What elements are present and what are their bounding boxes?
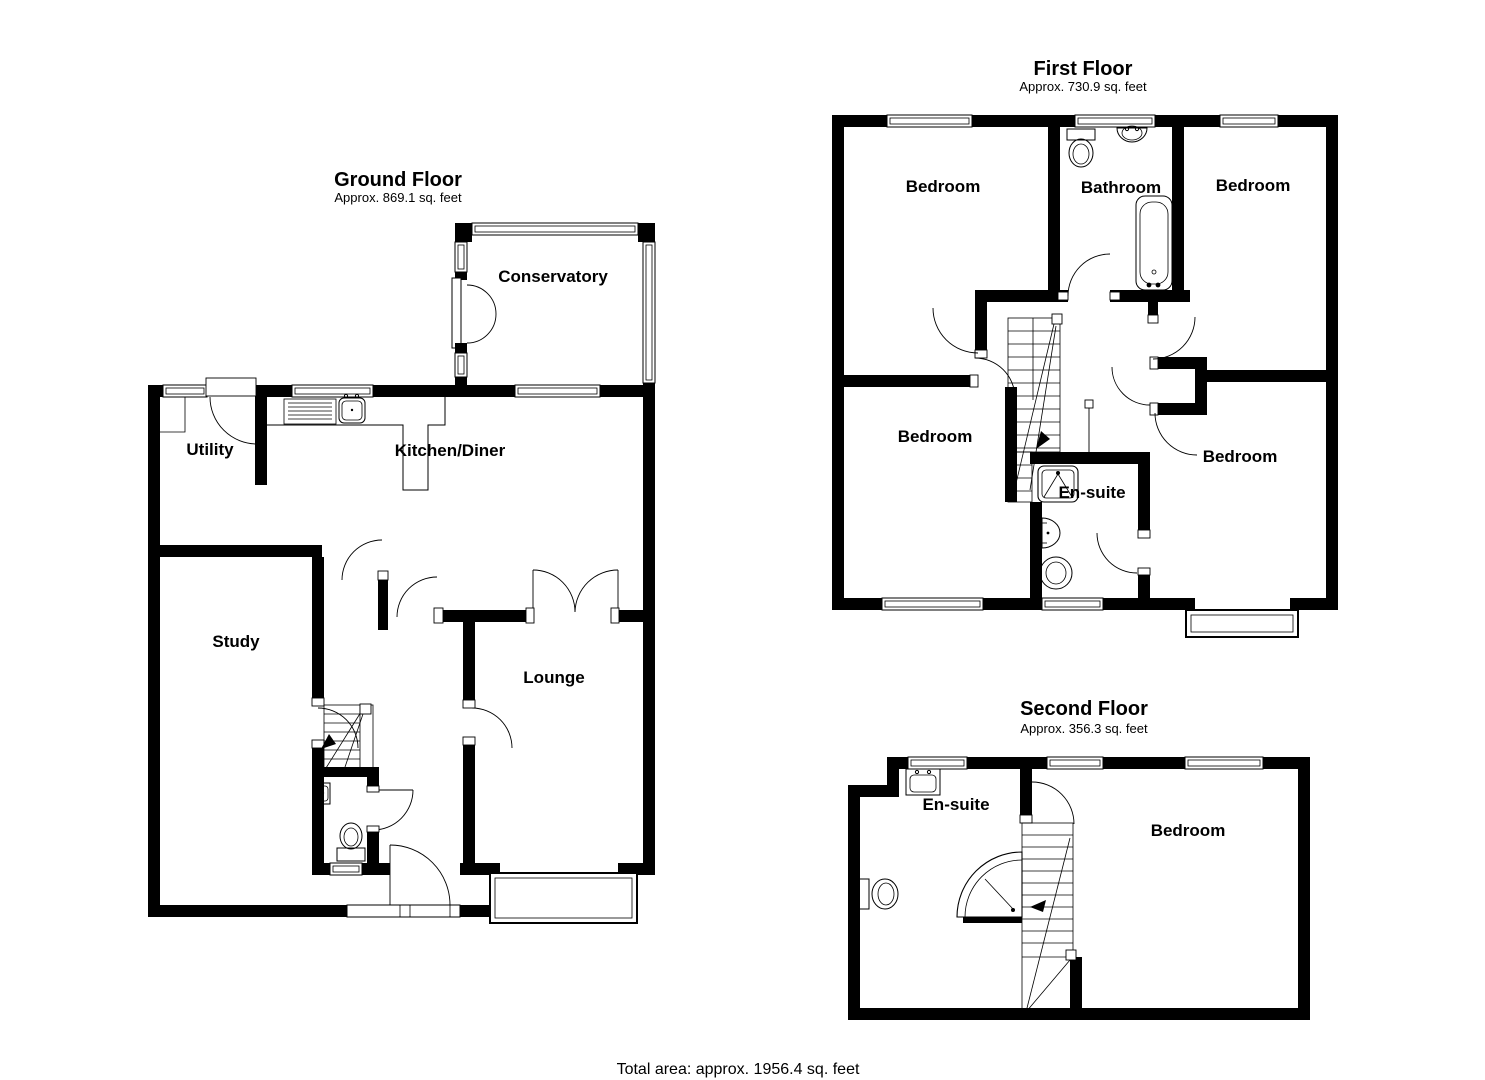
utility-door-leaf (205, 377, 257, 397)
conservatory-structure (451, 222, 656, 397)
second-floor-walls (848, 757, 1310, 1020)
bath-icon (1135, 195, 1173, 291)
second-ensuite-toilet-icon (857, 878, 899, 910)
bathroom-basin-icon (1116, 125, 1148, 143)
second-floor-title: Second Floor (1020, 698, 1148, 720)
room-label-study: Study (212, 632, 260, 651)
second-floor-doors (1031, 781, 1075, 825)
room-label-bedroom-bottom-right: Bedroom (1203, 447, 1278, 466)
second-floor-stairs (1021, 822, 1077, 1018)
first-floor-bay-window (1183, 598, 1299, 638)
kitchen-counter (160, 393, 446, 491)
room-label-bedroom-top-right: Bedroom (1216, 176, 1291, 195)
first-floor-doors (932, 253, 1198, 574)
room-label-bathroom: Bathroom (1081, 178, 1161, 197)
first-floor-title: First Floor (1034, 58, 1133, 80)
first-floor-area: Approx. 730.9 sq. feet (1019, 79, 1147, 94)
room-label-conservatory: Conservatory (498, 267, 608, 286)
room-label-ensuite-second: En-suite (922, 795, 989, 814)
ground-floor-stairs (321, 703, 374, 773)
conservatory-french-door (466, 284, 497, 315)
ground-floor-bay-window (489, 872, 638, 924)
first-floor-windows (881, 114, 1279, 611)
room-label-bedroom-bottom-left: Bedroom (898, 427, 973, 446)
front-door-unit (346, 844, 461, 918)
room-label-bedroom-top-left: Bedroom (906, 177, 981, 196)
second-ensuite-shower-icon (956, 851, 1023, 918)
bathroom-toilet-icon (1066, 128, 1096, 168)
kitchen-sink-icon (338, 393, 366, 424)
utility-counter (160, 397, 186, 433)
ground-floor-title: Ground Floor (334, 169, 462, 191)
room-label-bedroom-second: Bedroom (1151, 821, 1226, 840)
first-floor-stairs (1007, 313, 1063, 503)
room-label-kitchen-diner: Kitchen/Diner (395, 441, 506, 460)
second-floor-plan (848, 756, 1310, 1020)
second-ensuite-basin-icon (905, 768, 941, 796)
ground-floor-area: Approx. 869.1 sq. feet (334, 190, 462, 205)
wc-basin-icon (315, 782, 331, 805)
room-label-lounge: Lounge (523, 668, 584, 687)
room-label-ensuite-first: En-suite (1058, 483, 1125, 502)
second-floor-windows (907, 756, 1264, 770)
ground-floor-walls (148, 385, 655, 917)
ensuite-shower-icon (1037, 465, 1079, 503)
ensuite-basin-icon (1041, 517, 1061, 549)
wc-toilet-icon (336, 822, 366, 862)
ground-floor-plan (148, 222, 656, 924)
ensuite-toilet-icon (1039, 556, 1073, 590)
room-label-utility: Utility (186, 440, 234, 459)
total-area-label: Total area: approx. 1956.4 sq. feet (617, 1061, 860, 1078)
ground-floor-doors (205, 377, 620, 833)
first-floor-plan (832, 114, 1338, 638)
second-floor-area: Approx. 356.3 sq. feet (1020, 721, 1148, 736)
first-floor-walls (832, 115, 1338, 610)
